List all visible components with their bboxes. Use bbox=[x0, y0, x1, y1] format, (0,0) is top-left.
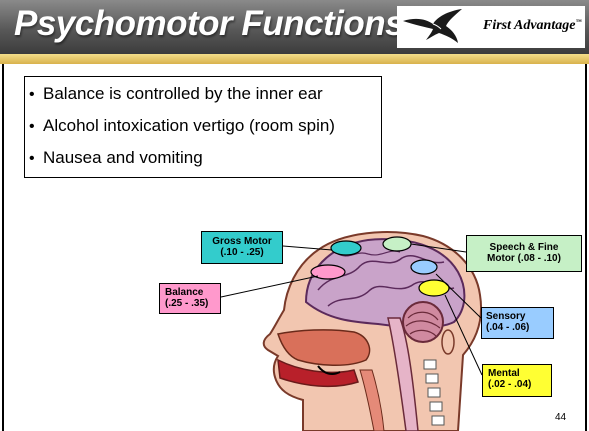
bullet-text: Nausea and vomiting bbox=[43, 148, 203, 167]
trademark-mark: ™ bbox=[575, 19, 581, 25]
header-bar: Psychomotor Functions First Advantage™ bbox=[0, 0, 589, 54]
balance-label: Balance (.25 - .35) bbox=[159, 283, 221, 314]
gross-motor-label: Gross Motor (.10 - .25) bbox=[201, 231, 283, 264]
sensory-range: (.04 - .06) bbox=[486, 322, 553, 333]
balance-range: (.25 - .35) bbox=[165, 298, 220, 309]
brand-logo: First Advantage™ bbox=[397, 6, 585, 48]
bullet-item: •Nausea and vomiting bbox=[29, 143, 381, 175]
brand-name: First Advantage™ bbox=[483, 18, 581, 34]
slide-title: Psychomotor Functions bbox=[14, 4, 404, 44]
mental-name: Mental bbox=[488, 368, 551, 379]
eagle-icon bbox=[400, 7, 480, 47]
speech-fine-motor-label: Speech & Fine Motor (.08 - .10) bbox=[466, 235, 582, 272]
frame-left-border bbox=[2, 64, 4, 431]
page-number: 44 bbox=[555, 412, 566, 423]
gross-motor-range: (.10 - .25) bbox=[202, 247, 282, 258]
bullet-list: •Balance is controlled by the inner ear … bbox=[24, 76, 382, 178]
balance-name: Balance bbox=[165, 287, 220, 298]
frame-right-border bbox=[585, 64, 587, 431]
speech-fine-motor-range: Motor (.08 - .10) bbox=[467, 253, 581, 264]
speech-fine-motor-name: Speech & Fine bbox=[467, 242, 581, 253]
bullet-item: •Balance is controlled by the inner ear bbox=[29, 79, 381, 111]
bullet-item: •Alcohol intoxication vertigo (room spin… bbox=[29, 111, 381, 143]
sensory-name: Sensory bbox=[486, 311, 553, 322]
brand-name-text: First Advantage bbox=[483, 18, 575, 33]
bullet-text: Balance is controlled by the inner ear bbox=[43, 84, 323, 103]
bullet-icon: • bbox=[29, 144, 43, 174]
mental-label: Mental (.02 - .04) bbox=[482, 364, 552, 397]
bullet-icon: • bbox=[29, 112, 43, 142]
sensory-label: Sensory (.04 - .06) bbox=[481, 307, 554, 339]
accent-bar bbox=[0, 54, 589, 64]
bullet-icon: • bbox=[29, 80, 43, 110]
mental-range: (.02 - .04) bbox=[488, 379, 551, 390]
gross-motor-name: Gross Motor bbox=[202, 236, 282, 247]
bullet-text: Alcohol intoxication vertigo (room spin) bbox=[43, 116, 335, 135]
